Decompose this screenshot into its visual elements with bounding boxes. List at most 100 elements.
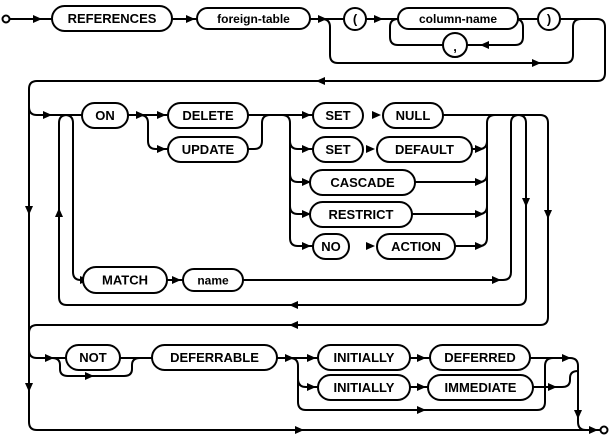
arrowhead bbox=[372, 111, 381, 119]
keyword-label: RESTRICT bbox=[329, 207, 394, 222]
arrowhead bbox=[302, 210, 311, 218]
node-immediate: IMMEDIATE bbox=[427, 374, 534, 401]
wire bbox=[248, 114, 271, 150]
arrowhead bbox=[33, 15, 42, 23]
keyword-label: DEFERRABLE bbox=[170, 350, 259, 365]
keyword-label: IMMEDIATE bbox=[445, 380, 517, 395]
wire bbox=[64, 114, 83, 281]
wire bbox=[321, 18, 582, 64]
wire bbox=[243, 114, 520, 281]
node-on: ON bbox=[81, 102, 129, 129]
wire bbox=[28, 349, 66, 359]
arrowhead bbox=[374, 15, 383, 23]
wire bbox=[289, 205, 310, 215]
wire bbox=[139, 114, 168, 150]
node-null: NULL bbox=[382, 102, 444, 129]
arrowhead bbox=[43, 111, 52, 119]
keyword-label: DEFERRED bbox=[444, 350, 516, 365]
node-restrict: RESTRICT bbox=[309, 201, 413, 228]
keyword-label: REFERENCES bbox=[68, 11, 157, 26]
arrowhead bbox=[307, 354, 316, 362]
node-name: name bbox=[182, 268, 244, 292]
wire bbox=[289, 173, 310, 183]
end-terminal-icon bbox=[599, 425, 609, 435]
node-deferred: DEFERRED bbox=[429, 344, 531, 371]
wire bbox=[530, 357, 601, 431]
arrowhead bbox=[157, 111, 166, 119]
arrowhead bbox=[475, 178, 484, 186]
arrowhead bbox=[136, 111, 145, 119]
wire bbox=[306, 357, 554, 411]
arrowhead bbox=[302, 178, 311, 186]
node-references: REFERENCES bbox=[51, 5, 173, 32]
keyword-label: INITIALLY bbox=[334, 380, 395, 395]
arrowhead bbox=[417, 406, 426, 414]
arrowhead bbox=[85, 372, 94, 380]
arrowhead bbox=[25, 206, 33, 215]
node-delete: DELETE bbox=[167, 102, 249, 129]
keyword-label: DELETE bbox=[182, 108, 234, 123]
arrowhead bbox=[302, 145, 311, 153]
arrowhead bbox=[285, 354, 294, 362]
node-initially-2: INITIALLY bbox=[317, 374, 411, 401]
arrowhead bbox=[532, 59, 541, 67]
arrowhead bbox=[475, 145, 484, 153]
node-default: DEFAULT bbox=[376, 136, 473, 163]
keyword-label: DEFAULT bbox=[395, 142, 454, 157]
wire bbox=[486, 114, 496, 238]
node-action: ACTION bbox=[376, 233, 456, 260]
wire bbox=[455, 237, 488, 247]
node-set-2: SET bbox=[312, 136, 364, 163]
arrowhead bbox=[316, 77, 325, 85]
arrowhead bbox=[574, 410, 582, 419]
node-column-name: column-name bbox=[397, 7, 519, 30]
arrowhead bbox=[417, 354, 426, 362]
arrowhead bbox=[544, 210, 552, 219]
arrowhead bbox=[562, 354, 571, 362]
node-end-terminal bbox=[599, 425, 609, 435]
arrowhead bbox=[492, 276, 501, 284]
node-deferrable: DEFERRABLE bbox=[151, 344, 278, 371]
nonterminal-label: name bbox=[197, 274, 229, 288]
arrowhead bbox=[589, 426, 598, 434]
nonterminal-label: foreign-table bbox=[217, 12, 290, 26]
node-no: NO bbox=[312, 233, 350, 260]
arrowhead bbox=[366, 145, 375, 153]
node-initially-1: INITIALLY bbox=[317, 344, 411, 371]
node-not: NOT bbox=[65, 344, 121, 371]
keyword-label: ON bbox=[95, 108, 115, 123]
arrowhead bbox=[289, 321, 298, 329]
keyword-label: NULL bbox=[396, 108, 431, 123]
keyword-label: UPDATE bbox=[182, 142, 235, 157]
node-match: MATCH bbox=[82, 266, 168, 294]
arrowhead bbox=[318, 15, 327, 23]
arrowhead bbox=[302, 242, 311, 250]
keyword-label: ACTION bbox=[391, 239, 441, 254]
keyword-label: CASCADE bbox=[330, 175, 395, 190]
keyword-label: NO bbox=[321, 239, 341, 254]
literal-label: ) bbox=[547, 12, 551, 27]
arrowhead bbox=[25, 383, 33, 392]
node-set-1: SET bbox=[312, 102, 364, 129]
arrowhead bbox=[366, 242, 375, 250]
keyword-label: SET bbox=[325, 108, 350, 123]
keyword-label: NOT bbox=[79, 350, 107, 365]
nonterminal-label: column-name bbox=[419, 12, 497, 26]
node-comma: , bbox=[442, 32, 468, 58]
arrowhead bbox=[475, 210, 484, 218]
node-lparen: ( bbox=[343, 7, 367, 31]
keyword-label: MATCH bbox=[102, 273, 148, 288]
arrowhead bbox=[475, 242, 484, 250]
arrowhead bbox=[186, 15, 195, 23]
diagram-nodes: REFERENCES foreign-table ( column-name,) ON D… bbox=[1, 5, 609, 435]
arrowhead bbox=[172, 276, 181, 284]
wire bbox=[28, 106, 82, 116]
node-cascade: CASCADE bbox=[309, 169, 416, 196]
wire bbox=[281, 114, 313, 247]
wire bbox=[28, 114, 549, 334]
arrowhead bbox=[295, 426, 304, 434]
wire bbox=[533, 370, 579, 388]
arrowhead bbox=[157, 145, 166, 153]
